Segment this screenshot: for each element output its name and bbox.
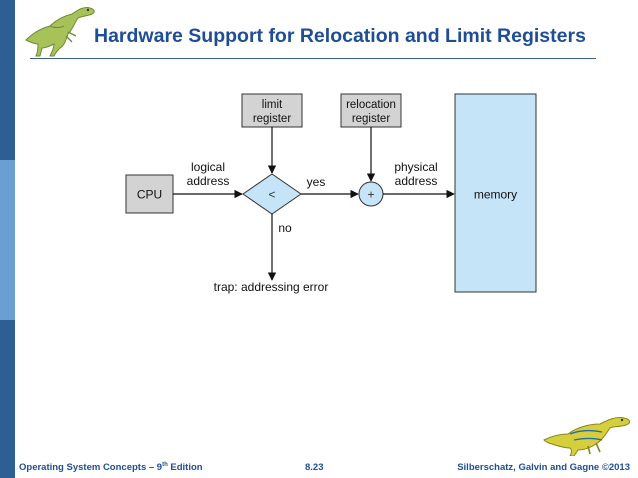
- yes-label: yes: [307, 175, 326, 189]
- cpu-label: CPU: [137, 188, 162, 202]
- add-symbol: +: [367, 188, 374, 202]
- cpu-box: CPU: [125, 174, 174, 214]
- dinosaur-mascot-icon: [543, 417, 631, 456]
- limit-register-box: limit register: [241, 93, 303, 128]
- title-divider: [30, 58, 596, 59]
- sidebar-stripe: [0, 0, 15, 478]
- trap-label: trap: addressing error: [214, 280, 329, 294]
- relocation-register-box: relocation register: [340, 93, 402, 128]
- relocation-register-label-line2: register: [352, 113, 391, 125]
- memory-label: memory: [474, 188, 517, 202]
- compare-symbol: <: [268, 188, 275, 202]
- relocation-register-label-line1: relocation: [346, 99, 396, 111]
- comparator-diamond: <: [242, 173, 302, 215]
- logical-address-label-line2: address: [187, 174, 230, 188]
- physical-address-label-line2: address: [395, 174, 438, 188]
- dinosaur-logo-icon: [25, 7, 95, 57]
- memory-box: memory: [454, 93, 537, 293]
- footer-page-number: 8.23: [305, 462, 324, 473]
- physical-address-label-line1: physical: [394, 160, 437, 174]
- footer-edition-word: Edition: [167, 462, 203, 474]
- footer-copyright: Silberschatz, Galvin and Gagne ©2013: [457, 462, 630, 473]
- limit-register-label-line1: limit: [262, 99, 283, 111]
- adder-circle: +: [358, 181, 384, 207]
- footer-book-title: Operating System Concepts – 9th Edition: [19, 462, 203, 473]
- limit-register-label-line2: register: [253, 113, 292, 125]
- footer-edition-sup: th: [162, 462, 168, 468]
- logical-address-label-line1: logical: [191, 160, 225, 174]
- page-title: Hardware Support for Relocation and Limi…: [94, 25, 586, 47]
- footer-book: Operating System Concepts – 9: [19, 462, 163, 474]
- no-label: no: [278, 221, 292, 235]
